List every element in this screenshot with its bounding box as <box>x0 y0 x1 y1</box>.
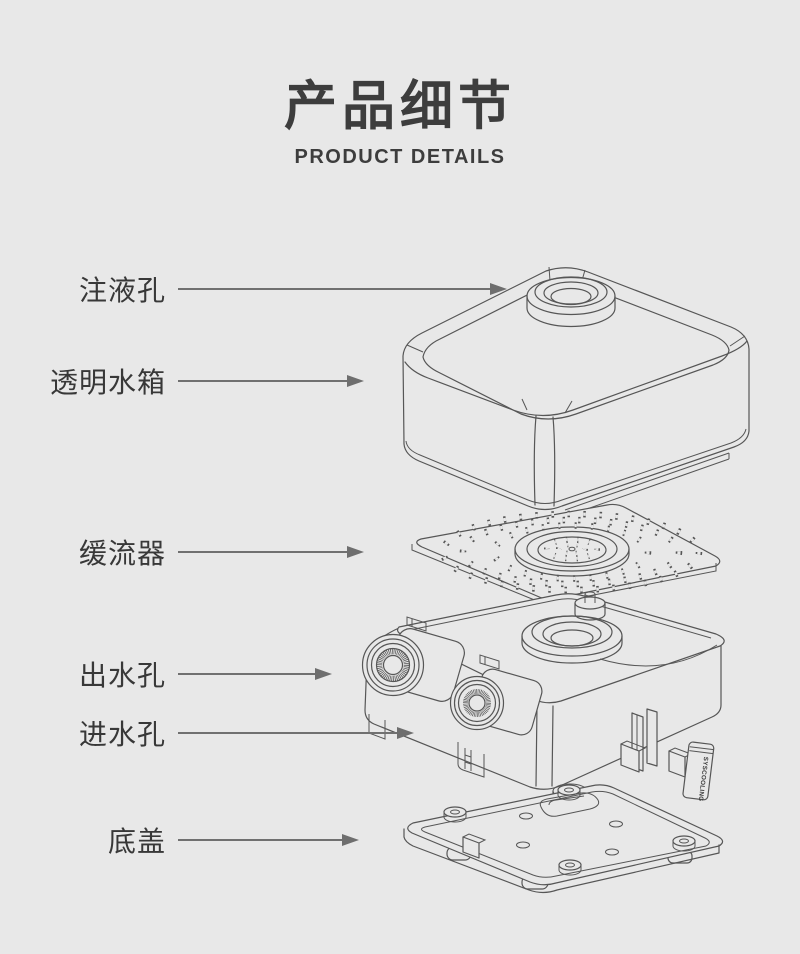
callout-label: 注液孔 <box>78 275 166 306</box>
page-title: 产品细节 <box>284 77 516 136</box>
brand-clip: SYSCOOLING <box>668 741 715 802</box>
mounting-clip <box>620 708 658 773</box>
callout-label: 底盖 <box>107 826 166 857</box>
callout-diffuser: 缓流器 <box>36 532 364 572</box>
reservoir-tank <box>402 266 750 517</box>
arrowhead-icon <box>347 375 364 387</box>
page-subtitle: PRODUCT DETAILS <box>294 146 506 168</box>
thread-texture <box>376 648 410 682</box>
callout-label: 进水孔 <box>78 719 166 750</box>
arrowhead-icon <box>490 283 507 295</box>
callout-label: 透明水箱 <box>49 367 166 398</box>
outlet-port-fitting <box>361 628 465 702</box>
fill-port <box>526 276 616 328</box>
arrowhead-icon <box>342 834 359 846</box>
leader-line <box>178 839 342 841</box>
bottom-cover <box>403 784 724 894</box>
callout-tank: 透明水箱 <box>36 361 364 401</box>
screw-bosses <box>443 784 696 876</box>
callout-outlet-port: 出水孔 <box>36 654 332 694</box>
callout-inlet-port: 进水孔 <box>36 713 414 753</box>
callout-bottom-cover: 底盖 <box>36 820 359 860</box>
leader-line <box>178 288 490 290</box>
pump-body <box>364 591 725 806</box>
leader-line <box>178 551 347 553</box>
diffuser-holes <box>439 510 703 594</box>
arrowhead-icon <box>315 668 332 680</box>
header: 产品细节 PRODUCT DETAILS <box>0 0 800 169</box>
diffuser-plate <box>411 503 721 604</box>
callout-fill-port: 注液孔 <box>36 269 507 309</box>
leader-line <box>178 380 347 382</box>
callout-label: 出水孔 <box>78 660 166 691</box>
leader-line <box>178 673 315 675</box>
leader-line <box>178 732 397 734</box>
arrowhead-icon <box>397 727 414 739</box>
cable-cutout <box>539 792 600 817</box>
callout-label: 缓流器 <box>78 538 166 569</box>
inlet-port-fitting <box>449 668 543 736</box>
thread-texture <box>463 689 491 717</box>
cover-holes <box>516 812 623 856</box>
arrowhead-icon <box>347 546 364 558</box>
